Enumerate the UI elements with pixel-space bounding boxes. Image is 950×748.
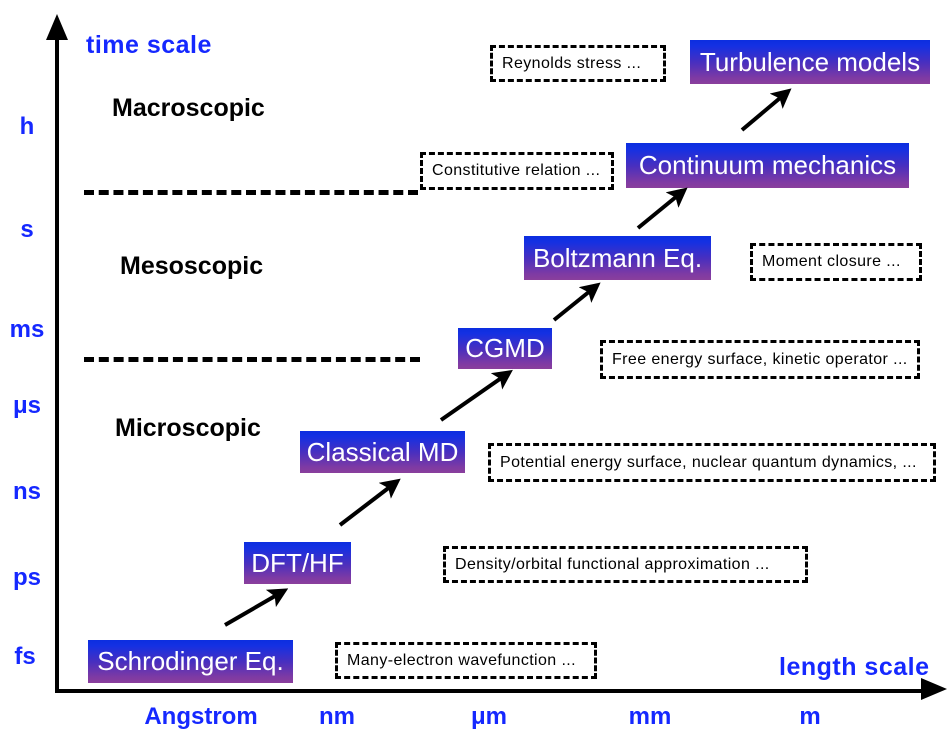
note-label: Reynolds stress ... xyxy=(502,54,642,72)
note-label: Moment closure ... xyxy=(762,253,901,270)
regime-separator-1 xyxy=(84,190,418,195)
note-label: Density/orbital functional approximation… xyxy=(455,555,770,573)
time-tick-s: s xyxy=(20,216,34,243)
moment-closure-note: Moment closure ... xyxy=(750,243,922,281)
length-tick-mm: mm xyxy=(628,703,672,730)
model-box-schrodinger-eq[interactable]: Schrodinger Eq. xyxy=(88,640,293,683)
model-box-label: Schrodinger Eq. xyxy=(97,646,284,676)
time-tick-fs: fs xyxy=(14,643,36,670)
constitutive-note: Constitutive relation ... xyxy=(420,152,614,190)
time-tick-ns: ns xyxy=(12,478,42,505)
arrow-schrodinger-to-dft xyxy=(223,588,289,627)
potential-energy-note: Potential energy surface, nuclear quantu… xyxy=(488,443,936,482)
model-box-label: DFT/HF xyxy=(251,547,344,578)
free-energy-note: Free energy surface, kinetic operator ..… xyxy=(600,340,920,379)
arrow-continuum-to-turbulence xyxy=(740,88,792,132)
arrow-boltzmann-to-continuum xyxy=(636,187,688,230)
note-label: Potential energy surface, nuclear quantu… xyxy=(500,453,917,471)
model-box-label: Boltzmann Eq. xyxy=(532,242,703,273)
many-electron-note: Many-electron wavefunction ... xyxy=(335,642,597,679)
model-box-label: Classical MD xyxy=(306,436,459,467)
model-box-classical-md[interactable]: Classical MD xyxy=(300,431,465,473)
model-box-label: Turbulence models xyxy=(699,46,921,77)
model-box-boltzmann-eq[interactable]: Boltzmann Eq. xyxy=(524,236,711,280)
time-tick-h: h xyxy=(19,113,35,140)
model-box-cgmd[interactable]: CGMD xyxy=(458,328,552,369)
length-scale-axis-caption: length scale xyxy=(779,653,930,681)
time-tick-s: μs xyxy=(12,392,42,419)
regime-separator-2 xyxy=(84,357,420,362)
time-tick-ps: ps xyxy=(12,564,42,591)
length-tick-Angstrom: Angstrom xyxy=(144,703,258,730)
regime-label-mesoscopic: Mesoscopic xyxy=(120,252,264,280)
regime-label-macroscopic: Macroscopic xyxy=(112,94,265,122)
length-tick-m: μm xyxy=(470,703,508,730)
regime-label-microscopic: Microscopic xyxy=(115,414,261,442)
y-axis-arrow-icon xyxy=(46,14,68,40)
length-tick-m: m xyxy=(799,703,821,730)
time-scale-axis-caption: time scale xyxy=(86,31,212,59)
arrow-md-to-cgmd xyxy=(439,369,513,422)
time-tick-ms: ms xyxy=(9,316,45,343)
x-axis-arrow-icon xyxy=(921,678,947,700)
note-label: Free energy surface, kinetic operator ..… xyxy=(612,350,908,368)
arrow-dft-to-md xyxy=(338,478,401,527)
reynolds-stress-note: Reynolds stress ... xyxy=(490,45,666,82)
model-box-turbulence-models[interactable]: Turbulence models xyxy=(690,40,930,84)
y-axis-line xyxy=(55,38,59,693)
density-orbital-note: Density/orbital functional approximation… xyxy=(443,546,808,583)
arrow-cgmd-to-boltzmann xyxy=(552,282,601,322)
model-box-label: Continuum mechanics xyxy=(638,150,897,180)
x-axis-line xyxy=(55,689,925,693)
model-box-label: CGMD xyxy=(465,333,545,363)
model-box-dft-hf[interactable]: DFT/HF xyxy=(244,542,351,584)
length-tick-nm: nm xyxy=(319,703,355,730)
note-label: Constitutive relation ... xyxy=(432,162,601,179)
note-label: Many-electron wavefunction ... xyxy=(347,651,576,669)
model-box-continuum-mechanics[interactable]: Continuum mechanics xyxy=(626,143,909,188)
